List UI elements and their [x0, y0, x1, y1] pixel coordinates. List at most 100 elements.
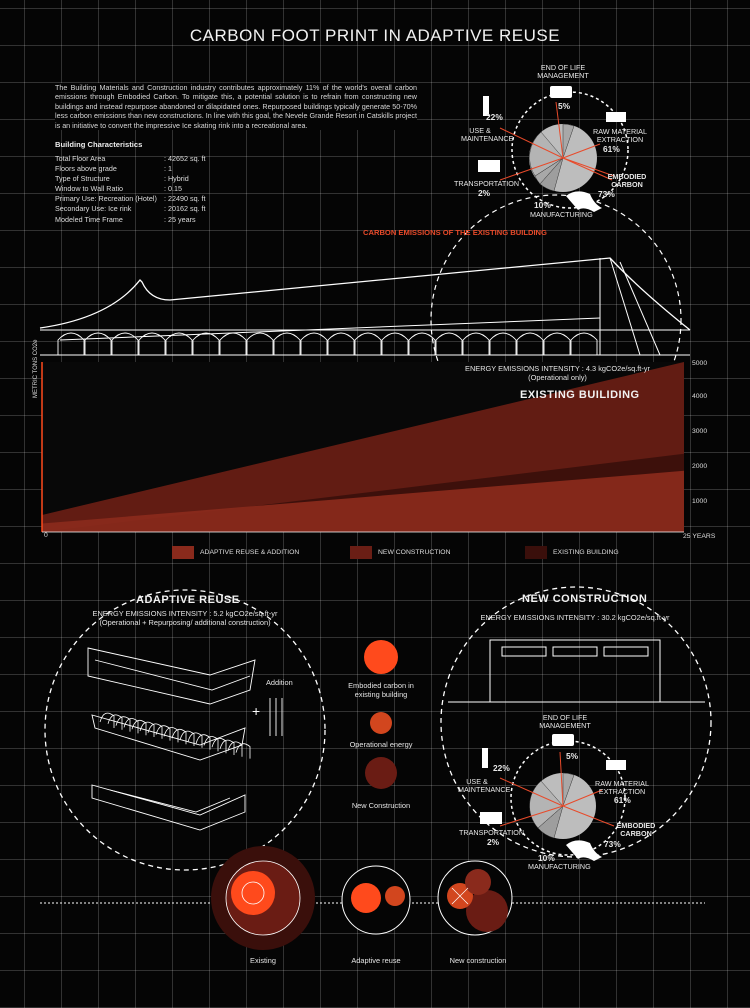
arch	[489, 332, 517, 355]
connector-line	[499, 805, 564, 827]
existing-title: EXISTING BUILIDING	[520, 389, 640, 401]
comparison-adaptive	[341, 865, 411, 935]
chart-areas	[42, 362, 684, 532]
excavator-icon	[606, 112, 626, 122]
truck-icon	[480, 812, 502, 824]
axonometric-drawing	[87, 647, 283, 831]
legend-item-new: NEW CONSTRUCTION	[350, 546, 451, 559]
characteristics-heading: Building Characteristics	[55, 140, 143, 149]
connector-line	[559, 751, 564, 807]
label-embodied-carbon: EMBODIED CARBON	[607, 172, 647, 189]
pie-slice-end	[562, 123, 575, 159]
rib	[187, 732, 203, 748]
garbage-truck-icon	[552, 734, 574, 746]
arch	[192, 332, 220, 355]
operational-energy-dot	[370, 712, 392, 734]
existing-note: (Operational only)	[528, 373, 587, 382]
rib	[179, 730, 195, 746]
rib	[99, 712, 115, 728]
rib	[227, 741, 243, 757]
legend-swatch	[525, 546, 547, 559]
rib	[235, 743, 251, 759]
connector-line	[562, 789, 603, 807]
area-chart	[41, 362, 684, 533]
rib	[147, 723, 163, 739]
connector-line	[562, 805, 615, 827]
characteristic-row: Window to Wall Ratio: 0.15	[55, 184, 182, 194]
area-adaptive-reuse-addition	[42, 470, 684, 532]
garbage-truck-icon	[550, 86, 572, 98]
rib	[107, 714, 123, 730]
arch	[165, 332, 193, 355]
vacuum-icon	[482, 748, 488, 768]
pie-slice-end	[562, 772, 575, 807]
adaptive-intensity: ENERGY EMISSIONS INTENSITY : 5.2 kgCO2e/…	[92, 609, 278, 618]
rib	[219, 739, 235, 755]
arch	[516, 332, 544, 355]
arches	[57, 332, 598, 355]
label-manufacturing: MANUFACTURING	[528, 862, 591, 871]
newc-intensity: ENERGY EMISSIONS INTENSITY : 30.2 kgCO2e…	[480, 613, 670, 622]
bottom-existing-label: Existing	[250, 956, 276, 965]
operational-energy-dot	[385, 886, 405, 906]
y-tick: 1000	[692, 498, 708, 505]
connector-line	[562, 157, 615, 177]
arch	[381, 332, 409, 355]
new-construction-dot	[466, 890, 508, 932]
label-embodied-carbon: EMBODIED CARBON	[616, 821, 656, 838]
arch	[84, 332, 112, 355]
pct-embodied-carbon: 73%	[604, 839, 621, 849]
building-elevation	[39, 257, 691, 356]
rib	[115, 716, 131, 732]
arch	[57, 332, 85, 355]
label-use-maintenance: USE & MAINTENANCE	[458, 777, 511, 794]
arch	[219, 332, 247, 355]
truck-icon	[478, 160, 500, 172]
new-construction-circle	[440, 586, 712, 858]
label-end-of-life: END OF LIFE MANAGEMENT	[537, 63, 589, 80]
legend-item-existing: EXISTING BUILDING	[525, 546, 619, 559]
new-construction-dot	[365, 757, 397, 789]
comparison-existing	[211, 846, 315, 950]
label-use-maintenance: USE & MAINTENANCE	[461, 126, 514, 143]
arch	[300, 332, 328, 355]
pie-slice-use	[529, 131, 564, 177]
adaptive-reuse-circle	[44, 589, 326, 871]
pct-transportation: 2%	[487, 837, 500, 847]
connector-line	[499, 777, 564, 807]
rib	[195, 734, 211, 750]
arch	[543, 332, 571, 355]
y-tick: 2000	[692, 463, 708, 470]
adaptive-title: ADAPTIVE REUSE	[136, 594, 240, 606]
pct-end-of-life: 5%	[566, 751, 579, 761]
y-tick: 3000	[692, 428, 708, 435]
excavator-icon	[606, 760, 626, 770]
plus-sign: +	[252, 703, 261, 719]
vacuum-icon	[483, 96, 489, 116]
arch	[408, 332, 436, 355]
adaptive-note: (Operational + Repurposing/ additional c…	[99, 618, 271, 627]
arch	[138, 332, 166, 355]
label-transportation: TRANSPORTATION	[459, 828, 525, 837]
pct-use-maintenance: 22%	[493, 763, 510, 773]
label-raw-material: RAW MATERIAL EXTRACTION	[595, 779, 649, 796]
legend-item-adaptive: ADAPTIVE REUSE & ADDITION	[172, 546, 299, 559]
pct-manufacturing: 10%	[538, 853, 555, 863]
connector-line	[562, 157, 613, 181]
rib	[131, 719, 147, 736]
characteristic-row: Primary Use: Recreation (Hotel): 22490 s…	[55, 194, 206, 204]
new-building-elevation	[448, 639, 705, 703]
embodied-carbon-dot	[351, 883, 381, 913]
pie-slice-use	[529, 780, 564, 829]
characteristic-row: Modeled Time Frame: 25 years	[55, 214, 196, 224]
cross-icon	[451, 887, 469, 905]
label-end-of-life: END OF LIFE MANAGEMENT	[539, 713, 591, 730]
bottom-adaptive-label: Adaptive reuse	[351, 956, 401, 965]
embodied-carbon-dot	[364, 640, 398, 674]
arch	[246, 332, 274, 355]
y-tick: 4000	[692, 393, 708, 400]
pct-raw-material: 61%	[603, 144, 620, 154]
pct-raw-material: 61%	[614, 795, 631, 805]
y-tick: 5000	[692, 360, 708, 367]
rib	[211, 737, 227, 754]
